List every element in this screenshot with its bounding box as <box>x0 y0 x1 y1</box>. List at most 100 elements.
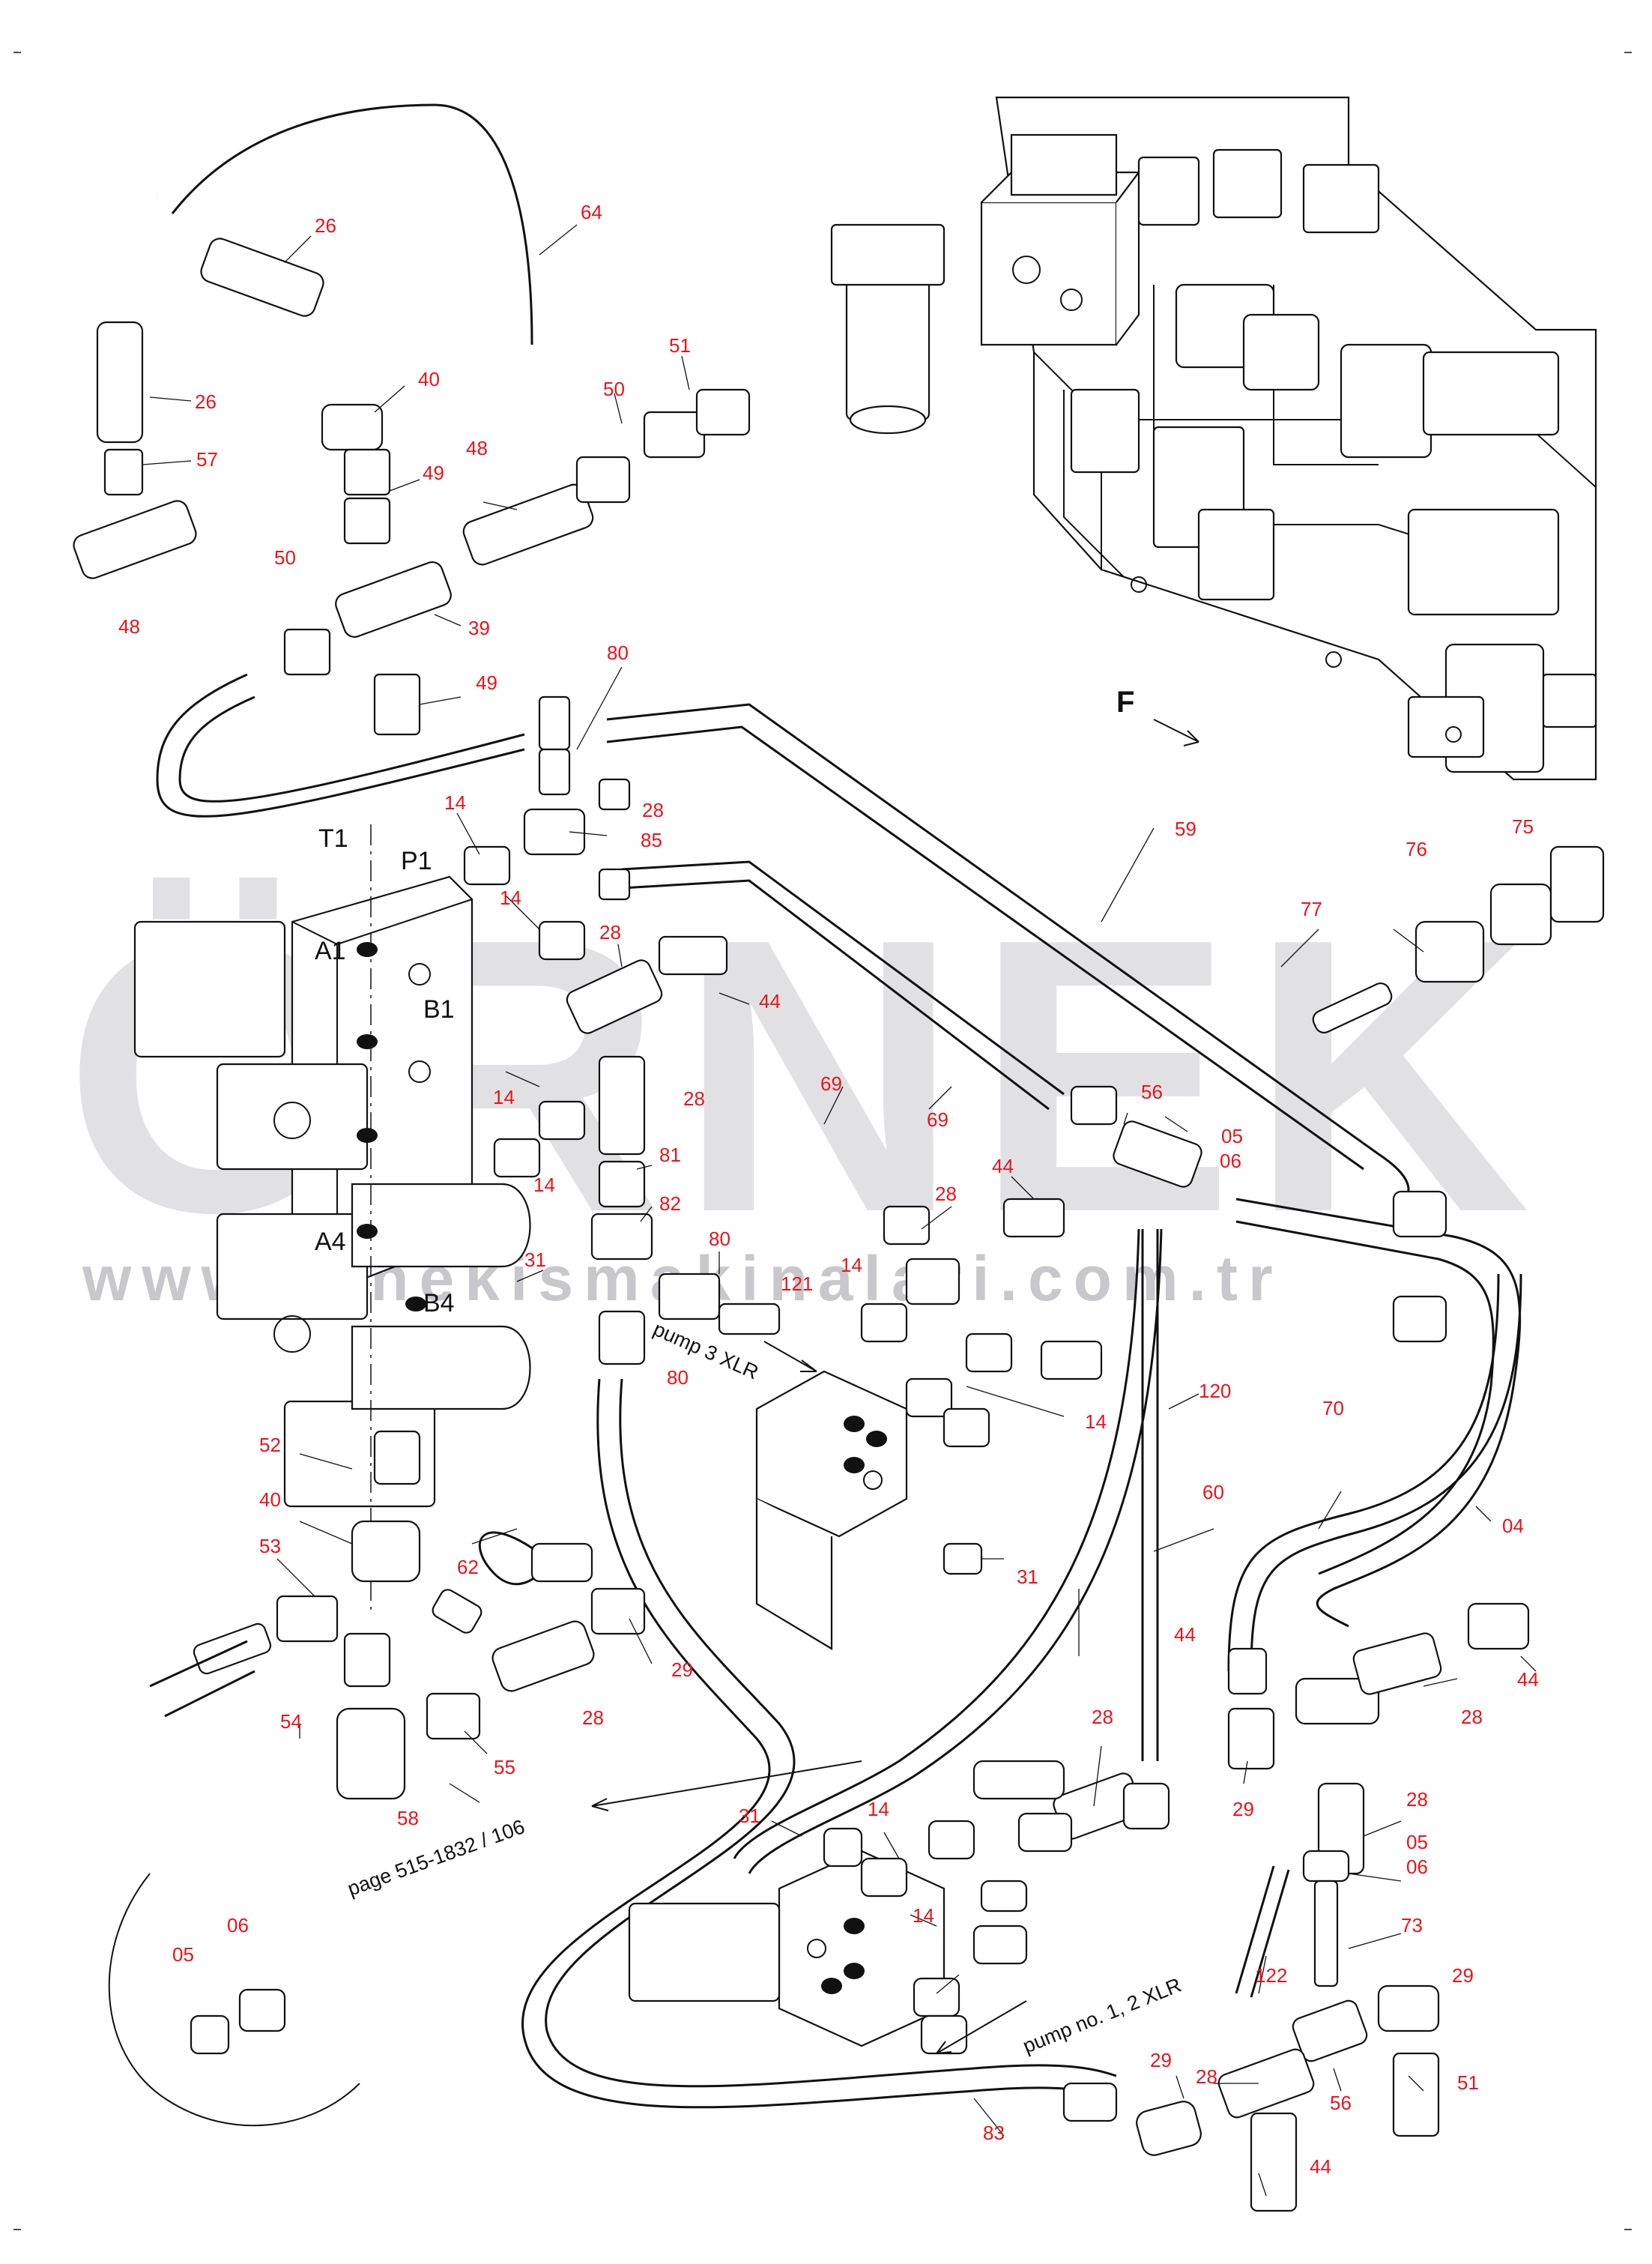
callout-label: 49 <box>476 671 497 694</box>
callout-label: 58 <box>397 1807 419 1829</box>
callout-label: 40 <box>259 1488 281 1511</box>
tube-04-70 <box>1227 1198 1522 1672</box>
callout-label: 29 <box>1150 2049 1172 2071</box>
callout-label: 44 <box>1310 2155 1331 2178</box>
callout-label: 14 <box>493 1086 515 1108</box>
port-label-t1: T1 <box>318 824 348 853</box>
callout-label: 62 <box>457 1556 479 1578</box>
note-pump-1-2: pump no. 1, 2 XLR <box>1020 1973 1184 2057</box>
callout-numbers: 26 64 26 57 48 40 49 48 50 51 50 39 49 8… <box>118 201 1539 2178</box>
callout-label: 28 <box>1196 2065 1217 2088</box>
callout-label: 82 <box>659 1192 681 1215</box>
main-valve-block <box>133 824 531 1611</box>
detail-circle <box>108 1873 360 2127</box>
callout-label: 31 <box>1017 1566 1038 1588</box>
hose-83 <box>521 1378 1117 2109</box>
callout-label: 26 <box>195 390 217 413</box>
callout-label: 120 <box>1199 1380 1231 1402</box>
callout-label: 28 <box>935 1183 957 1205</box>
callout-label: 70 <box>1322 1397 1344 1419</box>
callout-label: 80 <box>709 1228 730 1250</box>
corner-marks <box>13 52 1632 2230</box>
callout-label: 44 <box>1174 1623 1196 1646</box>
port-label-p1: P1 <box>401 847 432 875</box>
callout-label: 44 <box>992 1155 1014 1177</box>
hose-long-left <box>156 673 525 818</box>
callout-label: 76 <box>1406 838 1427 860</box>
callout-label: 28 <box>642 799 664 821</box>
callout-label: 26 <box>315 214 336 237</box>
callout-label: 06 <box>1220 1150 1241 1172</box>
callout-label: 81 <box>659 1144 681 1166</box>
callout-label: 49 <box>423 462 444 484</box>
tube-69 <box>621 860 1065 1111</box>
callout-label: 53 <box>259 1535 281 1557</box>
callout-label: 85 <box>641 829 662 851</box>
callout-label: 83 <box>983 2122 1005 2144</box>
callout-label: 51 <box>669 334 691 357</box>
callout-label: 80 <box>667 1366 689 1389</box>
port-label-a1: A1 <box>315 937 346 965</box>
callout-label: 56 <box>1330 2092 1352 2114</box>
callout-label: 77 <box>1301 898 1322 920</box>
callout-label: 69 <box>927 1108 948 1131</box>
callout-label: 51 <box>1457 2071 1479 2094</box>
tube-120 <box>1141 1229 1159 1761</box>
callout-label: 28 <box>582 1706 604 1729</box>
callout-label: 14 <box>841 1254 862 1276</box>
callout-label: 55 <box>494 1756 515 1778</box>
callout-label: 14 <box>533 1174 555 1196</box>
callout-label: 31 <box>739 1805 760 1827</box>
callout-label: 75 <box>1512 815 1534 838</box>
callout-label: 05 <box>1406 1831 1428 1853</box>
callout-label: 04 <box>1502 1515 1524 1537</box>
callout-label: 80 <box>607 642 629 664</box>
callout-label: 48 <box>466 437 488 459</box>
callout-label: 59 <box>1175 818 1196 840</box>
pump-1-2-block <box>628 1850 945 2047</box>
callout-label: 121 <box>781 1273 813 1295</box>
flow-arrows <box>591 1341 1027 2054</box>
fittings <box>73 238 1605 2212</box>
callout-label: 31 <box>524 1249 546 1271</box>
callout-label: 39 <box>468 617 490 639</box>
callout-label: 14 <box>913 1904 934 1927</box>
callout-label: 06 <box>227 1914 249 1937</box>
callout-label: 28 <box>683 1087 705 1110</box>
callout-label: 40 <box>418 368 440 390</box>
callout-label: 60 <box>1202 1481 1224 1503</box>
port-label-a4: A4 <box>315 1228 346 1256</box>
callout-label: 29 <box>671 1658 693 1681</box>
callout-leaders <box>142 224 1537 2197</box>
callout-label: 29 <box>1452 1964 1474 1987</box>
callout-label: 50 <box>603 378 625 400</box>
direction-label: F <box>1116 686 1134 719</box>
callout-label: 44 <box>759 990 781 1012</box>
hose-122 <box>1235 1865 1290 1998</box>
callout-label: 06 <box>1406 1856 1428 1878</box>
callout-label: 14 <box>1085 1410 1107 1433</box>
callout-label: 52 <box>259 1434 281 1456</box>
callout-label: 28 <box>1461 1706 1483 1728</box>
callout-label: 28 <box>1406 1788 1428 1811</box>
control-valve-assembly <box>830 96 1597 781</box>
port-labels: T1 P1 A1 B1 A4 B4 <box>315 824 455 1317</box>
callout-label: 73 <box>1401 1914 1423 1937</box>
callout-label: 50 <box>274 546 296 569</box>
callout-label: 48 <box>118 615 140 638</box>
direction-indicator: F <box>1116 686 1199 746</box>
pump-3-block <box>755 1370 908 1650</box>
callout-label: 28 <box>599 921 621 944</box>
callout-label: 14 <box>500 887 521 909</box>
callout-label: 54 <box>280 1710 302 1733</box>
callout-label: 28 <box>1092 1706 1113 1728</box>
callout-label: 56 <box>1141 1081 1163 1103</box>
callout-label: 29 <box>1232 1798 1254 1820</box>
callout-label: 122 <box>1255 1964 1287 1987</box>
callout-label: 64 <box>581 201 602 223</box>
callout-label: 14 <box>444 791 466 814</box>
callout-label: 14 <box>868 1798 889 1820</box>
callout-label: 44 <box>1517 1668 1539 1691</box>
port-label-b1: B1 <box>423 995 455 1024</box>
